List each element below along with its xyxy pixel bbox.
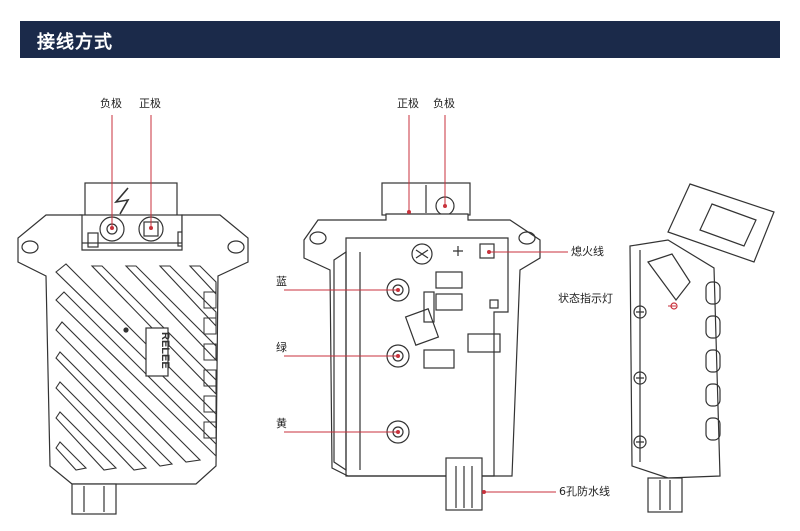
center-device-body [303, 213, 541, 477]
left-brand-plate [145, 327, 169, 377]
right-screws [633, 305, 647, 449]
section-header-bar: 接线方式 [20, 21, 780, 58]
left-mount-hole-left [21, 240, 39, 254]
label-yellow-wire: 黄 [276, 417, 287, 430]
label-center-negative: 负极 [433, 97, 455, 110]
left-bottom-connector [71, 483, 117, 515]
label-center-positive: 正极 [397, 97, 419, 110]
right-device-body [629, 239, 721, 479]
section-title: 接线方式 [37, 32, 113, 53]
center-device [303, 182, 541, 511]
label-left-negative: 负极 [100, 97, 122, 110]
center-mount-hole-right [518, 231, 536, 245]
right-device [629, 183, 775, 513]
center-pcb [345, 237, 509, 477]
left-terminal-base [79, 214, 183, 244]
label-blue-wire: 蓝 [276, 275, 287, 288]
left-leader-lines [111, 115, 152, 228]
right-terminal-cover [667, 183, 775, 263]
center-relay [411, 243, 433, 265]
right-fins [705, 281, 721, 441]
center-leader-lines [284, 115, 568, 493]
right-bottom-connector [647, 477, 683, 513]
left-device [17, 182, 249, 515]
label-status-light: 状态指示灯 [558, 292, 613, 305]
left-mount-hole-right [227, 240, 245, 254]
center-mount-hole-left [309, 231, 327, 245]
left-brand-text: RELEE [159, 332, 171, 369]
lightning-icon [113, 187, 130, 215]
label-ignition-wire: 熄火线 [571, 245, 604, 258]
center-components [404, 243, 501, 369]
left-side-ribs [203, 291, 217, 439]
left-device-body [17, 214, 249, 485]
label-waterproof-connector: 6孔防水线 [559, 485, 610, 498]
label-green-wire: 绿 [276, 341, 287, 354]
label-left-positive: 正极 [139, 97, 161, 110]
